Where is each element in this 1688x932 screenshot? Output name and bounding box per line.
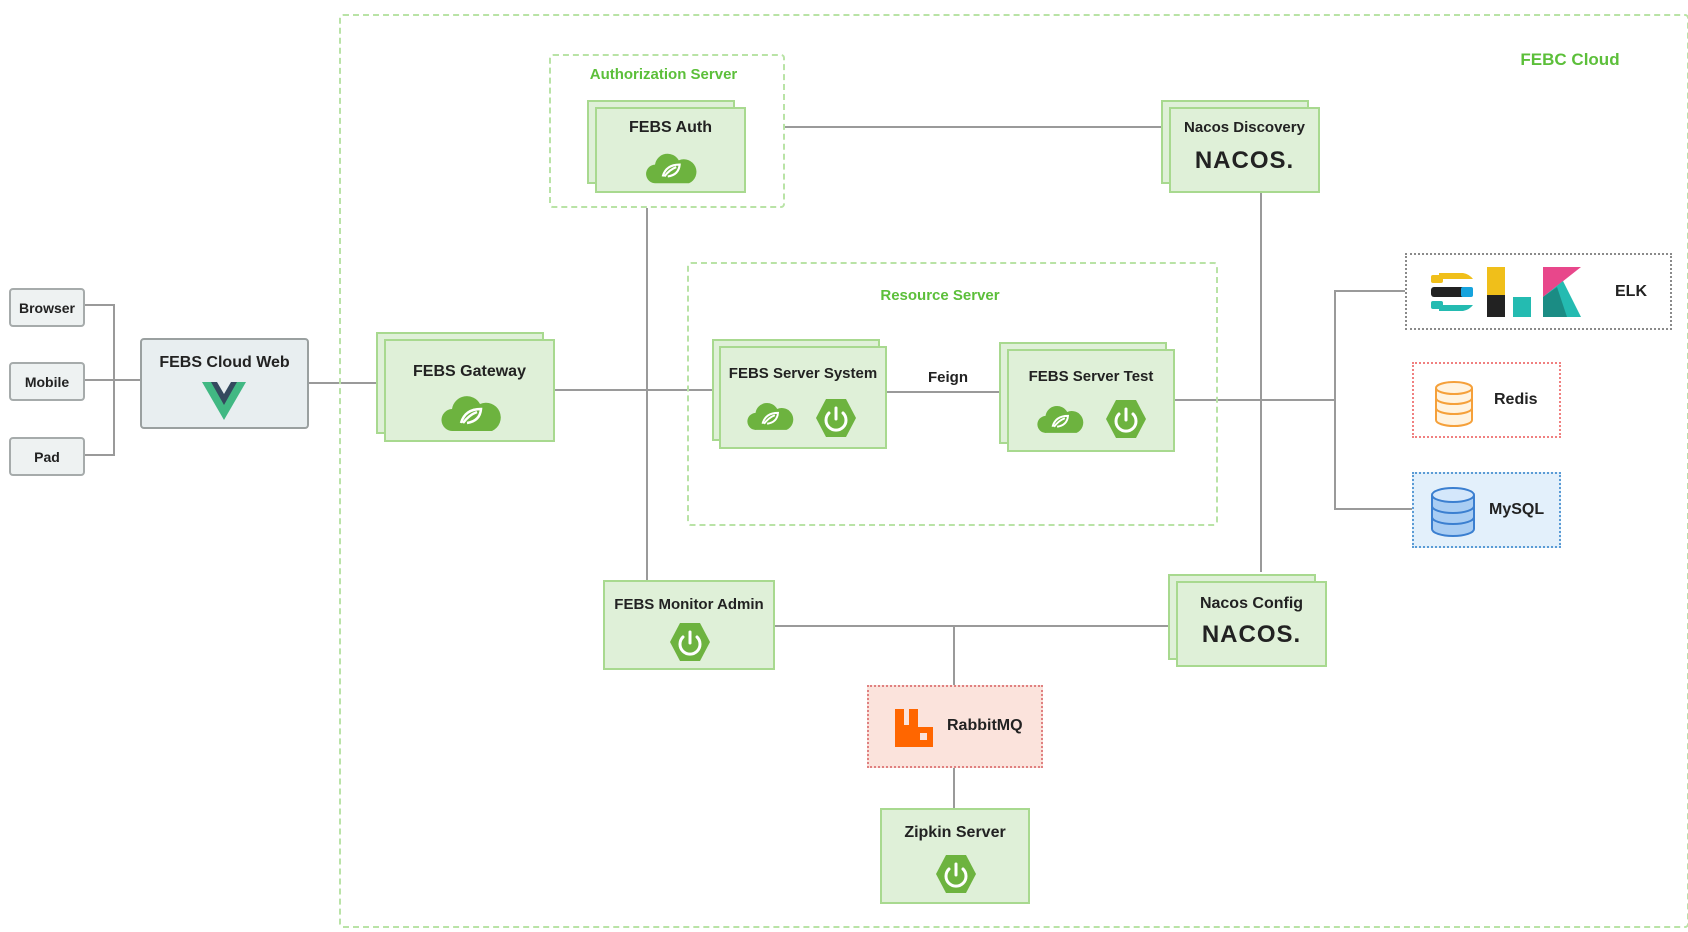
febs-cloud-web-title: FEBS Cloud Web	[159, 354, 290, 371]
nacos-config-node: Nacos Config NACOS.	[1176, 581, 1327, 667]
febs-monitor-admin-title: FEBS Monitor Admin	[614, 596, 764, 613]
spring-cloud-icon	[1037, 405, 1084, 433]
spring-boot-icon	[936, 855, 976, 893]
spring-cloud-icon	[646, 153, 697, 184]
resource-server-label: Resource Server	[880, 287, 1000, 304]
authorization-server-label: Authorization Server	[589, 66, 738, 83]
resource-server-region	[687, 262, 1218, 526]
spring-boot-icon	[670, 623, 710, 661]
febc-cloud-label: FEBC Cloud	[1520, 50, 1620, 69]
authorization-server-region	[549, 54, 785, 208]
kibana-logo-icon	[1543, 267, 1581, 317]
febs-server-test-node: FEBS Server Test	[1007, 349, 1175, 452]
febs-cloud-web-node: FEBS Cloud Web	[140, 338, 309, 429]
mysql-title: MySQL	[1489, 501, 1545, 518]
febs-server-system-node: FEBS Server System	[719, 346, 887, 449]
client-browser: Browser	[9, 288, 85, 327]
elastic-logo-icon	[1431, 273, 1473, 311]
spring-boot-icon	[816, 399, 856, 437]
rabbitmq-title: RabbitMQ	[947, 717, 1023, 734]
logstash-logo-icon	[1487, 267, 1531, 317]
febs-auth-title: FEBS Auth	[629, 119, 712, 136]
client-mobile: Mobile	[9, 362, 85, 401]
zipkin-server-title: Zipkin Server	[904, 824, 1006, 841]
rabbitmq-node: RabbitMQ	[867, 685, 1043, 768]
database-icon	[1435, 381, 1473, 427]
vue-icon	[202, 382, 246, 420]
spring-boot-icon	[1106, 400, 1146, 438]
line-clients-web	[84, 304, 140, 456]
line-externals-bracket	[1334, 290, 1412, 510]
mysql-node: MySQL	[1412, 472, 1561, 548]
rabbitmq-icon	[895, 709, 933, 747]
febs-auth-node: FEBS Auth	[595, 107, 746, 193]
febs-server-system-title: FEBS Server System	[728, 365, 878, 382]
nacos-discovery-node: Nacos Discovery NACOS.	[1169, 107, 1320, 193]
database-icon	[1431, 487, 1475, 537]
nacos-logo-icon: NACOS.	[1201, 621, 1302, 648]
redis-title: Redis	[1494, 391, 1538, 408]
zipkin-server-node: Zipkin Server	[880, 808, 1030, 904]
redis-node: Redis	[1412, 362, 1561, 438]
nacos-discovery-title: Nacos Discovery	[1184, 119, 1305, 136]
nacos-config-title: Nacos Config	[1199, 595, 1304, 612]
nacos-logo-icon: NACOS.	[1194, 147, 1295, 174]
febs-gateway-title: FEBS Gateway	[413, 363, 526, 380]
spring-cloud-icon	[441, 396, 501, 432]
feign-label: Feign	[928, 369, 968, 386]
client-pad: Pad	[9, 437, 85, 476]
febs-gateway-node: FEBS Gateway	[384, 339, 555, 442]
elk-title: ELK	[1615, 283, 1647, 300]
elk-node: ELK	[1405, 253, 1672, 330]
febs-server-test-title: FEBS Server Test	[1028, 368, 1154, 385]
spring-cloud-icon	[747, 402, 794, 430]
febs-monitor-admin-node: FEBS Monitor Admin	[603, 580, 775, 670]
